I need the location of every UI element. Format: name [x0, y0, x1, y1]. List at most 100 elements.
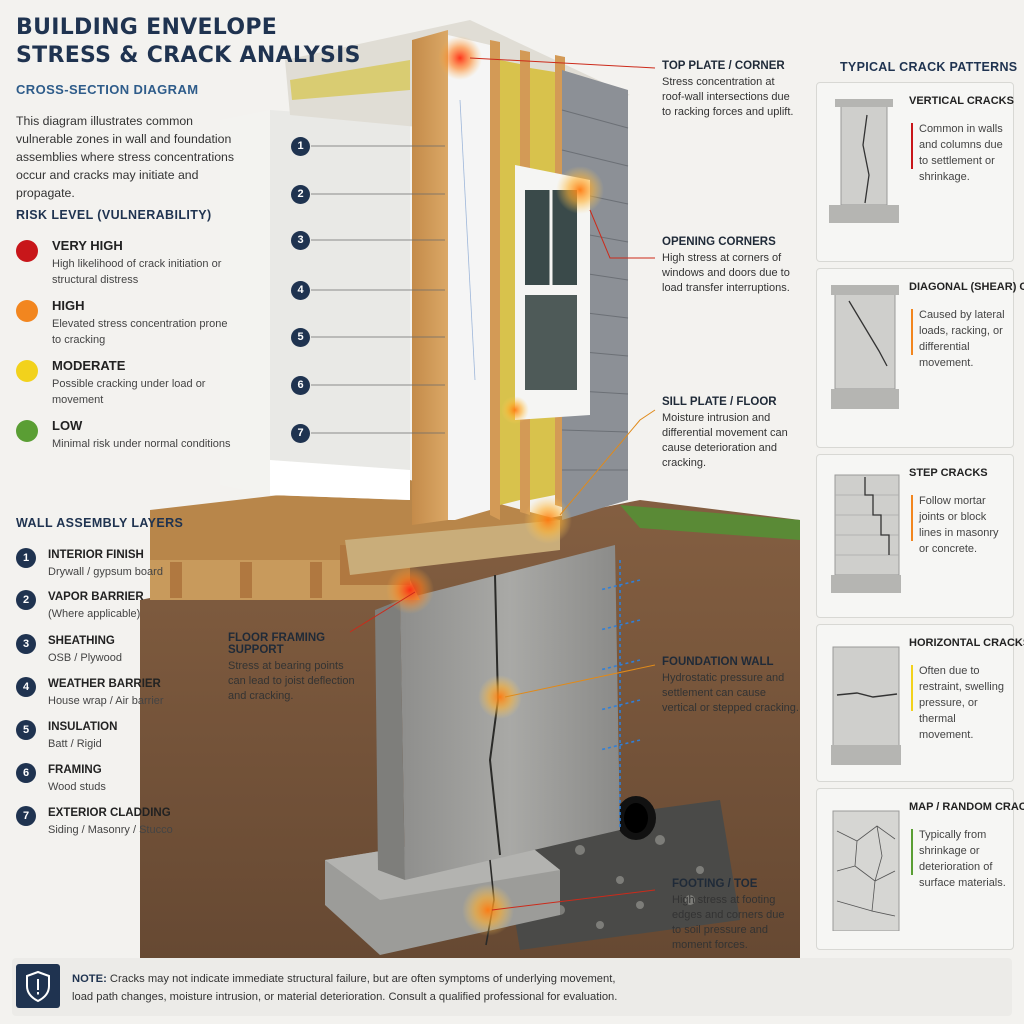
sheathing: [412, 30, 448, 525]
risk-desc: High likelihood of crack initiation or s…: [52, 258, 222, 286]
grass: [620, 505, 800, 540]
risk-item-high: HIGH Elevated stress concentration prone…: [16, 298, 236, 354]
risk-name: LOW: [52, 418, 83, 433]
layer-name: WEATHER BARRIER: [48, 678, 161, 690]
map-crack-figure: [832, 810, 900, 931]
callout-footing-toe: FOOTING / TOE High stress at footing edg…: [672, 878, 790, 953]
callout-title: OPENING CORNERS: [662, 236, 776, 248]
section-label: 4: [291, 281, 310, 300]
crack-card-step: STEP CRACKS Follow mortar joints or bloc…: [816, 454, 1014, 618]
risk-heading: RISK LEVEL (VULNERABILITY): [16, 208, 212, 222]
layer-name: SHEATHING: [48, 635, 115, 647]
callout-top-plate: TOP PLATE / CORNER Stress concentration …: [662, 60, 800, 120]
layer-desc: (Where applicable): [48, 608, 141, 620]
note-text: NOTE: Cracks may not indicate immediate …: [72, 970, 632, 1006]
risk-dot-very-high: [16, 240, 38, 262]
layer-number: 2: [16, 590, 36, 610]
crack-risk-bar: [911, 123, 913, 169]
layer-item: 7 EXTERIOR CLADDING Siding / Masonry / S…: [16, 806, 236, 846]
layers-heading: WALL ASSEMBLY LAYERS: [16, 516, 184, 530]
crack-name: VERTICAL CRACKS: [909, 95, 1014, 107]
layer-item: 2 VAPOR BARRIER (Where applicable): [16, 590, 236, 630]
crack-name: HORIZONTAL CRACKS: [909, 637, 1024, 649]
callout-desc: Stress at bearing points can lead to joi…: [228, 660, 355, 702]
crack-risk-bar: [911, 665, 913, 711]
studs: [490, 40, 500, 520]
layer-number: 6: [16, 763, 36, 783]
risk-dot-high: [16, 300, 38, 322]
layer-name: INTERIOR FINISH: [48, 549, 144, 561]
callout-desc: Hydrostatic pressure and settlement can …: [662, 672, 799, 714]
page-title-line1: BUILDING ENVELOPE: [16, 15, 278, 40]
layer-item: 4 WEATHER BARRIER House wrap / Air barri…: [16, 677, 236, 717]
section-label: 6: [291, 376, 310, 395]
risk-dot-low: [16, 420, 38, 442]
callout-desc: High stress at footing edges and corners…: [672, 894, 785, 951]
layer-desc: Batt / Rigid: [48, 738, 102, 750]
callout-foundation-wall: FOUNDATION WALL Hydrostatic pressure and…: [662, 656, 800, 716]
crack-desc: Typically from shrinkage or deterioratio…: [919, 829, 1006, 889]
interior-wall: [270, 110, 410, 500]
crack-risk-bar: [911, 495, 913, 541]
diagonal-crack-figure: [831, 285, 899, 409]
layer-desc: House wrap / Air barrier: [48, 695, 164, 707]
crack-card-diagonal: DIAGONAL (SHEAR) CRACKS Caused by latera…: [816, 268, 1024, 448]
section-label: 7: [291, 424, 310, 443]
layer-number: 7: [16, 806, 36, 826]
risk-desc: Minimal risk under normal conditions: [52, 438, 231, 450]
crack-risk-bar: [911, 829, 913, 875]
layer-item: 5 INSULATION Batt / Rigid: [16, 720, 236, 760]
crack-name: STEP CRACKS: [909, 467, 988, 479]
layer-item: 1 INTERIOR FINISH Drywall / gypsum board: [16, 548, 236, 588]
layer-item: 6 FRAMING Wood studs: [16, 763, 236, 803]
section-label: 3: [291, 231, 310, 250]
horizontal-crack-figure: [831, 646, 901, 765]
crack-desc: Common in walls and columns due to settl…: [919, 123, 1003, 183]
layer-number: 1: [16, 548, 36, 568]
layer-desc: Siding / Masonry / Stucco: [48, 824, 173, 836]
crack-card-vertical: VERTICAL CRACKS Common in walls and colu…: [816, 82, 1014, 262]
crack-desc: Caused by lateral loads, racking, or dif…: [919, 309, 1005, 369]
step-crack-figure: [831, 474, 901, 593]
callout-opening-corners: OPENING CORNERS High stress at corners o…: [662, 236, 800, 296]
crack-desc: Often due to restraint, swelling pressur…: [919, 665, 1004, 741]
layer-item: 3 SHEATHING OSB / Plywood: [16, 634, 236, 674]
callout-title: FLOOR FRAMING SUPPORT: [228, 632, 326, 656]
shield-alert-icon: [16, 964, 60, 1008]
callout-title: SILL PLATE / FLOOR: [662, 396, 777, 408]
intro-text: This diagram illustrates common vulnerab…: [16, 114, 235, 200]
note-body: Cracks may not indicate immediate struct…: [72, 973, 618, 1003]
crack-name: DIAGONAL (SHEAR) CRACKS: [909, 281, 1024, 293]
crack-card-map: MAP / RANDOM CRACKS Typically from shrin…: [816, 788, 1024, 950]
crack-card-horizontal: HORIZONTAL CRACKS Often due to restraint…: [816, 624, 1024, 782]
layer-number: 4: [16, 677, 36, 697]
callout-title: FOUNDATION WALL: [662, 656, 774, 668]
risk-desc: Elevated stress concentration prone to c…: [52, 318, 228, 346]
crack-patterns-heading: TYPICAL CRACK PATTERNS: [840, 60, 1018, 74]
risk-desc: Possible cracking under load or movement: [52, 378, 206, 406]
layer-desc: Drywall / gypsum board: [48, 566, 163, 578]
layer-number: 5: [16, 720, 36, 740]
callout-desc: Stress concentration at roof-wall inters…: [662, 76, 794, 118]
layer-number: 3: [16, 634, 36, 654]
house-wrap: [448, 35, 490, 520]
note-box: NOTE: Cracks may not indicate immediate …: [12, 958, 1012, 1016]
section-label: 1: [291, 137, 310, 156]
risk-item-low: LOW Minimal risk under normal conditions: [16, 418, 236, 474]
risk-dot-moderate: [16, 360, 38, 382]
page-title-line2: STRESS & CRACK ANALYSIS: [16, 43, 361, 68]
vertical-crack-figure: [829, 99, 899, 223]
section-label: 2: [291, 185, 310, 204]
layer-name: INSULATION: [48, 721, 118, 733]
risk-name: VERY HIGH: [52, 238, 123, 253]
section-label: 5: [291, 328, 310, 347]
callout-title: FOOTING / TOE: [672, 878, 758, 890]
crack-name: MAP / RANDOM CRACKS: [909, 801, 1024, 813]
risk-name: HIGH: [52, 298, 85, 313]
note-label: NOTE:: [72, 973, 107, 985]
risk-item-moderate: MODERATE Possible cracking under load or…: [16, 358, 236, 414]
risk-item-very-high: VERY HIGH High likelihood of crack initi…: [16, 238, 236, 294]
layer-name: FRAMING: [48, 764, 102, 776]
page-subtitle: CROSS-SECTION DIAGRAM: [16, 82, 199, 97]
